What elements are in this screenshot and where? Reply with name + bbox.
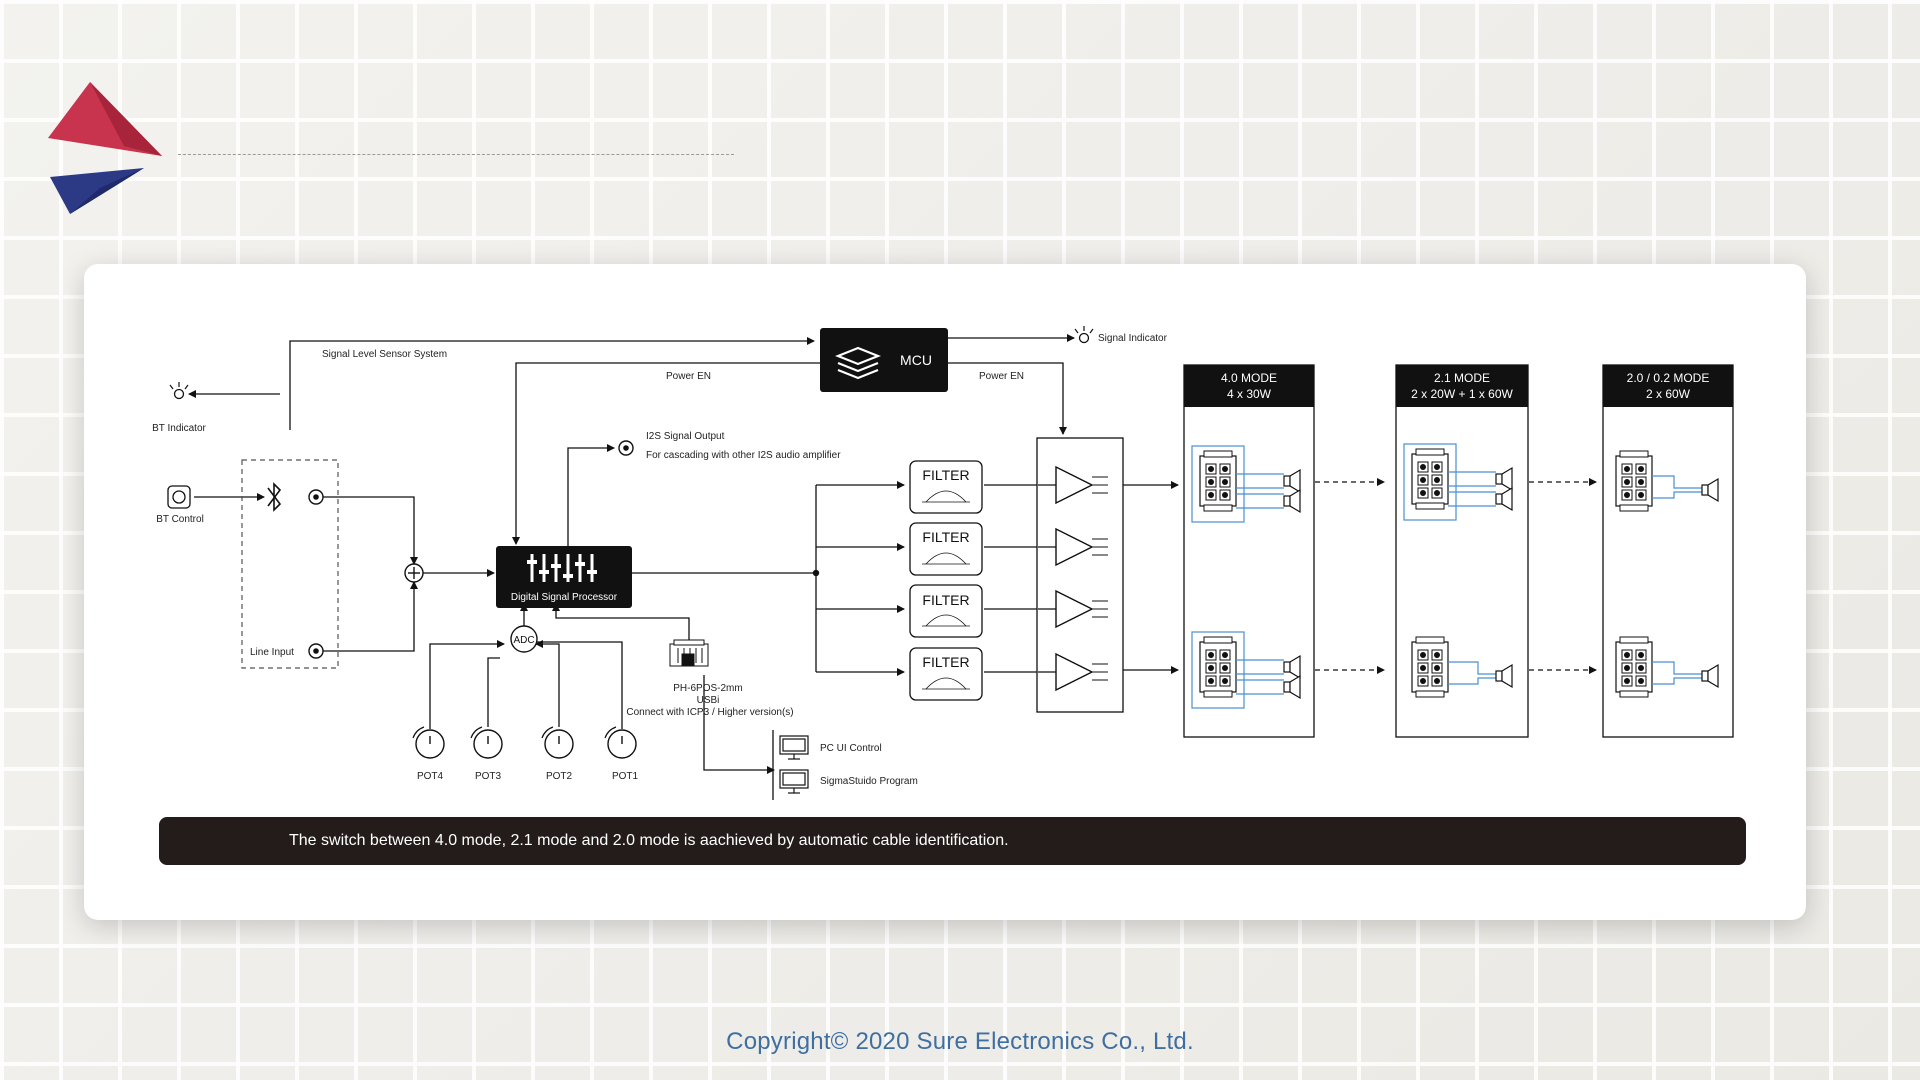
usb-connector-label: PH-6POS-2mm bbox=[673, 683, 742, 694]
pot4-knob-icon bbox=[412, 726, 445, 759]
pot-label: POT4 bbox=[417, 771, 444, 782]
connector-icon bbox=[1411, 636, 1449, 698]
pot1-knob-icon bbox=[604, 726, 637, 759]
mode-title: 4.0 MODE bbox=[1221, 371, 1277, 385]
connector-icon bbox=[1615, 450, 1653, 512]
monitor-icon bbox=[779, 769, 809, 794]
line-input-label: Line Input bbox=[250, 647, 294, 658]
mode-power: 2 x 60W bbox=[1646, 387, 1691, 401]
filter-block: FILTER bbox=[909, 647, 983, 701]
bt-control-button-icon bbox=[167, 485, 191, 509]
usb-note: Connect with ICP3 / Higher version(s) bbox=[626, 707, 793, 718]
filter-block: FILTER bbox=[909, 584, 983, 638]
mode-switch-banner: The switch between 4.0 mode, 2.1 mode an… bbox=[159, 817, 1746, 865]
svg-text:FILTER: FILTER bbox=[922, 529, 969, 545]
pot-label: POT3 bbox=[475, 771, 502, 782]
connector-icon bbox=[1615, 636, 1653, 698]
dsp-label: Digital Signal Processor bbox=[511, 592, 618, 603]
bt-module-box bbox=[241, 459, 339, 669]
svg-text:FILTER: FILTER bbox=[922, 467, 969, 483]
filter-block: FILTER bbox=[909, 522, 983, 576]
pc-ui-label: PC UI Control bbox=[820, 743, 882, 754]
signal-indicator-label: Signal Indicator bbox=[1098, 333, 1168, 344]
connector-icon bbox=[1411, 448, 1449, 510]
pc-monitor-icon bbox=[779, 735, 809, 760]
adc-block: ADC bbox=[510, 625, 538, 653]
bluetooth-icon bbox=[267, 482, 282, 512]
copyright-footer: Copyright© 2020 Sure Electronics Co., Lt… bbox=[726, 1028, 1194, 1055]
mode-2-0-panel: 2.0 / 0.2 MODE 2 x 60W bbox=[1602, 364, 1734, 738]
mode-title: 2.0 / 0.2 MODE bbox=[1627, 371, 1710, 385]
bt-indicator-icon bbox=[169, 382, 189, 400]
filter-block: FILTER bbox=[909, 460, 983, 514]
mode-power: 2 x 20W + 1 x 60W bbox=[1411, 387, 1513, 401]
mode-4-0-panel: 4.0 MODE 4 x 30W bbox=[1183, 364, 1315, 738]
signal-level-sensor-label: Signal Level Sensor System bbox=[322, 349, 447, 360]
signal-indicator-icon bbox=[1074, 326, 1094, 344]
diagram-card: BT Indicator BT Control Line Input Signa… bbox=[84, 264, 1806, 920]
svg-text:FILTER: FILTER bbox=[922, 592, 969, 608]
mcu-label: MCU bbox=[900, 352, 932, 368]
usb-label: USBi bbox=[697, 695, 720, 706]
pot3-knob-icon bbox=[470, 726, 503, 759]
bt-audio-jack-icon bbox=[308, 489, 324, 505]
dsp-block: Digital Signal Processor bbox=[496, 546, 632, 608]
mode-2-1-panel: 2.1 MODE 2 x 20W + 1 x 60W bbox=[1395, 364, 1529, 738]
svg-text:ADC: ADC bbox=[513, 635, 534, 646]
pot-label: POT1 bbox=[612, 771, 639, 782]
line-input-jack-icon bbox=[308, 643, 324, 659]
connector-icon bbox=[1199, 636, 1237, 698]
block-diagram: BT Indicator BT Control Line Input Signa… bbox=[152, 326, 1734, 800]
mode-title: 2.1 MODE bbox=[1434, 371, 1490, 385]
power-en-right-label: Power EN bbox=[979, 371, 1024, 382]
pot2-knob-icon bbox=[541, 726, 574, 759]
header-divider bbox=[178, 154, 734, 155]
pot-label: POT2 bbox=[546, 771, 573, 782]
power-en-left-label: Power EN bbox=[666, 371, 711, 382]
mode-power: 4 x 30W bbox=[1227, 387, 1272, 401]
signal-mixer-icon bbox=[404, 563, 424, 583]
usb-connector-icon bbox=[669, 639, 709, 667]
i2s-output-label: I2S Signal Output bbox=[646, 431, 725, 442]
mcu-block: MCU bbox=[820, 328, 948, 392]
bt-indicator-label: BT Indicator bbox=[152, 423, 206, 434]
i2s-output-note: For cascading with other I2S audio ampli… bbox=[646, 450, 841, 461]
connector-icon bbox=[1199, 450, 1237, 512]
company-logo bbox=[48, 82, 162, 214]
i2s-output-jack-icon bbox=[618, 440, 634, 456]
sigmastudio-label: SigmaStuido Program bbox=[820, 776, 918, 787]
bt-control-label: BT Control bbox=[156, 514, 204, 525]
svg-text:FILTER: FILTER bbox=[922, 654, 969, 670]
